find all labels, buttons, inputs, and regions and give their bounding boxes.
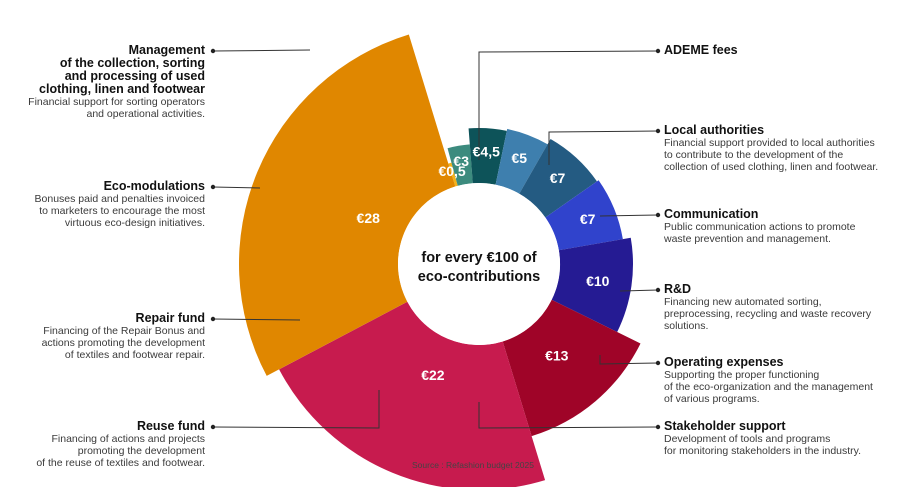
annotation-title-9: Management of the collection, sorting an… xyxy=(39,43,205,96)
slice-7 xyxy=(502,299,641,437)
annotation-description-1: Financial support provided to local auth… xyxy=(664,137,879,173)
leader-dot-9 xyxy=(210,48,216,54)
slice-value-label-2: €4,5 xyxy=(473,144,500,160)
leader-line-7 xyxy=(212,318,301,321)
annotation-description-8: Bonuses paid and penalties invoiced to m… xyxy=(34,193,205,229)
annotation-title-6: Reuse fund xyxy=(136,419,205,433)
slice-4 xyxy=(519,139,597,218)
slice-value-label-6: €10 xyxy=(586,273,610,289)
annotation-description-3: Financing new automated sorting, preproc… xyxy=(664,296,872,332)
slice-6 xyxy=(551,237,634,332)
annotation-title-8: Eco-modulations xyxy=(103,179,205,193)
annotation-0: ADEME fees xyxy=(664,44,912,57)
leader-line-9 xyxy=(212,49,311,52)
leader-dot-0 xyxy=(655,48,661,54)
annotation-description-7: Financing of the Repair Bonus and action… xyxy=(41,325,205,361)
annotation-title-1: Local authorities xyxy=(664,123,765,137)
slice-value-label-0: €0,5 xyxy=(438,163,465,179)
center-text-line-2: eco-contributions xyxy=(418,269,540,285)
annotation-description-5: Development of tools and programs for mo… xyxy=(664,433,862,457)
leader-dot-8 xyxy=(210,184,216,190)
annotation-title-4: Operating expenses xyxy=(664,355,784,369)
annotation-title-0: ADEME fees xyxy=(664,43,738,57)
slice-value-label-4: €7 xyxy=(550,170,566,186)
annotation-title-7: Repair fund xyxy=(135,311,205,325)
leader-dot-7 xyxy=(210,316,216,322)
slice-value-label-8: €22 xyxy=(421,367,445,383)
slice-value-label-5: €7 xyxy=(580,211,596,227)
leader-line-2 xyxy=(599,214,659,217)
leader-line-3 xyxy=(619,289,659,292)
slice-5 xyxy=(545,180,623,251)
annotation-title-2: Communication xyxy=(664,207,759,221)
leader-dot-3 xyxy=(655,287,661,293)
slice-8 xyxy=(279,301,546,487)
leader-dot-5 xyxy=(655,424,661,430)
annotation-title-3: R&D xyxy=(664,282,692,296)
slice-value-label-3: €5 xyxy=(512,150,528,166)
leader-line-6 xyxy=(212,390,380,429)
annotation-description-9: Financial support for sorting operators … xyxy=(28,96,205,120)
slice-1 xyxy=(447,144,473,186)
source-note: Source : Refashion budget 2025 xyxy=(412,460,534,470)
slice-3 xyxy=(495,128,548,194)
leader-dot-6 xyxy=(210,424,216,430)
annotation-title-5: Stakeholder support xyxy=(664,419,786,433)
leader-dot-4 xyxy=(655,360,661,366)
leader-line-5 xyxy=(478,402,659,429)
leader-line-4 xyxy=(599,355,659,365)
annotation-description-2: Public communication actions to promote … xyxy=(664,221,856,245)
leader-line-8 xyxy=(212,186,261,189)
center-text-line-1: for every €100 of xyxy=(421,250,536,266)
leader-dot-2 xyxy=(655,212,661,218)
center-hole xyxy=(398,183,560,345)
slice-0 xyxy=(448,162,458,187)
leader-dot-1 xyxy=(655,128,661,134)
annotation-description-6: Financing of actions and projects promot… xyxy=(36,433,205,469)
slice-9 xyxy=(239,34,456,376)
slice-value-label-1: €3 xyxy=(453,153,469,169)
annotation-description-4: Supporting the proper functioning of the… xyxy=(664,369,873,405)
annotation-9: Management of the collection, sorting an… xyxy=(0,43,205,121)
slice-value-label-7: €13 xyxy=(545,347,569,363)
slice-2 xyxy=(468,128,507,185)
leader-line-0 xyxy=(478,50,659,160)
leader-line-1 xyxy=(548,130,659,165)
slice-value-label-9: €28 xyxy=(357,210,381,226)
